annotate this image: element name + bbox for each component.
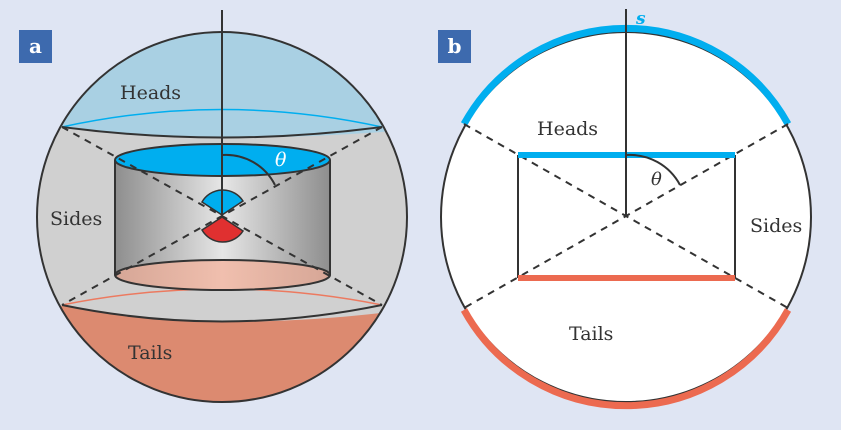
theta-arc — [221, 153, 276, 186]
sides-label: Sides — [50, 208, 102, 230]
panel-b: b s θ Heads Sides Tails — [438, 9, 812, 410]
tails-solid-angle — [200, 216, 245, 243]
tails-label: Tails — [569, 323, 613, 345]
axis-s-label: s — [635, 9, 646, 29]
theta-label: θ — [651, 169, 662, 190]
panel-a-tag-label: a — [29, 34, 42, 58]
panel-b-tag — [438, 30, 471, 63]
heads-label: Heads — [537, 118, 598, 140]
tails-arc — [460, 308, 792, 410]
theta-label: θ — [275, 149, 287, 171]
tails-label: Tails — [128, 342, 172, 364]
theta-arc — [625, 153, 681, 186]
panel-b-tag-label: b — [448, 34, 462, 58]
heads-label: Heads — [120, 82, 181, 104]
panel-a: a θ Heads Sides Tails — [19, 10, 408, 403]
tails-cap — [37, 305, 407, 402]
sides-label: Sides — [750, 215, 802, 237]
panel-a-tag — [19, 30, 52, 63]
